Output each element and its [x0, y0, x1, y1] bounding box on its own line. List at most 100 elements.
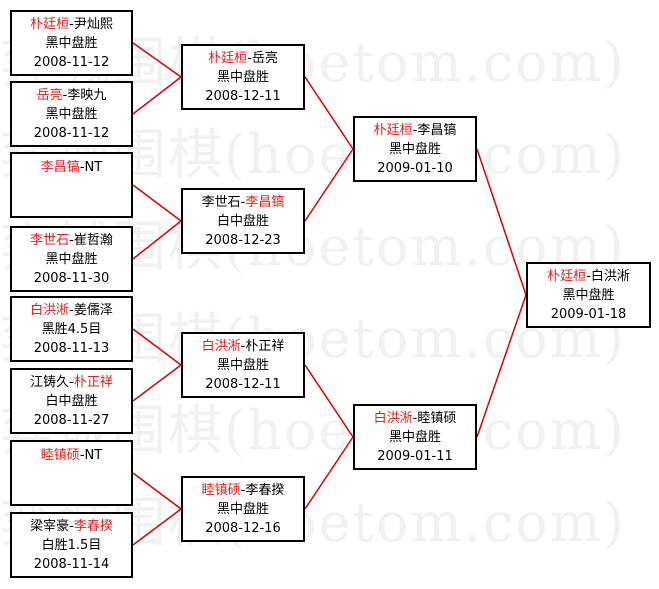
player-black: 江铸久 [30, 374, 70, 390]
match-date: 2009-01-10 [377, 160, 453, 176]
player-black: 朴廷桓 [373, 122, 413, 138]
bracket-connector-line [132, 184, 182, 222]
player-white: NT [84, 448, 103, 463]
match-result: 黑中盘胜 [45, 106, 98, 122]
bracket-connector-line [132, 508, 182, 546]
player-white: 李昌镐 [245, 194, 285, 210]
match-date: 2008-12-23 [205, 232, 281, 248]
match-date: 2008-11-14 [33, 556, 110, 572]
player-separator: - [247, 50, 252, 66]
match-players: 李昌镐-NT [41, 158, 102, 177]
player-white: 李春揆 [245, 482, 285, 498]
bracket-connector-line [132, 364, 182, 402]
player-white: 崔哲瀚 [73, 232, 113, 248]
player-black: 白洪淅 [201, 338, 241, 354]
match-date: 2008-11-13 [33, 340, 110, 356]
player-white: 李昌镐 [417, 122, 457, 138]
player-separator: - [412, 122, 418, 138]
bracket-connector-line [132, 220, 182, 260]
match-result: 黑中盘胜 [45, 251, 98, 267]
match-date: 2008-11-12 [33, 54, 110, 70]
player-separator: - [79, 160, 85, 175]
player-white: 李春揆 [73, 518, 113, 534]
player-white: 姜儒泽 [73, 302, 113, 318]
match-box: 白洪淅-朴正祥黑中盘胜 2008-12-11 [181, 332, 305, 398]
player-separator: - [69, 374, 74, 390]
player-black: 岳亮 [36, 87, 63, 103]
bracket-connector-line [132, 472, 182, 510]
player-separator: - [586, 268, 591, 284]
match-players: 白洪淅-睦镇硕 [374, 409, 457, 428]
match-box: 李世石-李昌镐白中盘胜 2008-12-23 [181, 188, 305, 254]
match-result: 黑中盘胜 [45, 35, 98, 51]
player-white: 尹灿熙 [73, 16, 113, 32]
match-players: 朴廷桓-白洪淅 [547, 267, 630, 286]
player-white: 睦镇硕 [417, 410, 457, 426]
match-date: 2008-11-12 [33, 125, 110, 141]
match-box: 睦镇硕-NT [10, 440, 133, 506]
player-separator: - [412, 410, 418, 426]
player-black: 睦镇硕 [201, 482, 241, 498]
player-separator: - [69, 16, 74, 32]
bracket-connector-line [304, 76, 354, 150]
match-players: 朴廷桓-尹灿熙 [30, 15, 113, 34]
player-black: 李世石 [30, 232, 70, 248]
bracket-connector-line [132, 42, 182, 78]
player-black: 睦镇硕 [40, 448, 80, 463]
match-result: 黑中盘胜 [216, 501, 269, 517]
match-box: 江铸久-朴正祥白中盘胜 2008-11-27 [10, 368, 133, 434]
player-separator: - [79, 448, 85, 463]
match-result: 黑中盘胜 [562, 287, 615, 303]
bracket-connector-line [304, 436, 354, 510]
player-black: 朴廷桓 [547, 268, 587, 284]
match-players: 睦镇硕-李春揆 [202, 481, 285, 500]
player-black: 梁宰豪 [30, 518, 70, 534]
player-separator: - [62, 87, 68, 103]
bracket-connector-line [132, 328, 182, 366]
match-players: 白洪淅-朴正祥 [202, 337, 285, 356]
match-players: 岳亮-李映九 [37, 86, 107, 105]
bracket-connector-line [304, 364, 354, 438]
match-result: 白中盘胜 [45, 393, 98, 409]
match-date: 2009-01-11 [377, 448, 453, 464]
bracket-connector-line [476, 294, 527, 438]
player-separator: - [240, 338, 246, 354]
bracket-connector-line [476, 148, 527, 296]
player-black: 白洪淅 [30, 302, 70, 318]
player-black: 朴廷桓 [208, 50, 248, 66]
player-black: 李昌镐 [40, 160, 80, 175]
match-players: 睦镇硕-NT [41, 446, 102, 465]
player-separator: - [240, 194, 246, 210]
match-date: 2008-12-11 [205, 376, 281, 392]
match-result: 黑中盘胜 [216, 69, 269, 85]
match-date: 2009-01-18 [550, 306, 627, 322]
match-players: 朴廷桓-岳亮 [208, 49, 278, 68]
player-white: 岳亮 [251, 50, 278, 66]
player-black: 白洪淅 [373, 410, 413, 426]
player-separator: - [69, 232, 74, 248]
player-white: 朴正祥 [73, 374, 113, 390]
match-result: 白胜1.5目 [41, 537, 102, 553]
match-date: 2008-11-27 [33, 412, 110, 428]
match-players: 李世石-崔哲瀚 [30, 231, 113, 250]
match-result: 黑中盘胜 [388, 429, 441, 445]
player-black: 李世石 [201, 194, 241, 210]
match-date: 2008-12-11 [205, 88, 281, 104]
player-separator: - [69, 518, 74, 534]
player-white: 李映九 [67, 87, 107, 103]
match-players: 朴廷桓-李昌镐 [374, 121, 457, 140]
match-result: 白中盘胜 [216, 213, 269, 229]
match-players: 梁宰豪-李春揆 [30, 517, 113, 536]
player-black: 朴廷桓 [30, 16, 70, 32]
match-result: 黑中盘胜 [216, 357, 269, 373]
player-white: NT [84, 160, 103, 175]
match-result: 黑中盘胜 [388, 141, 441, 157]
